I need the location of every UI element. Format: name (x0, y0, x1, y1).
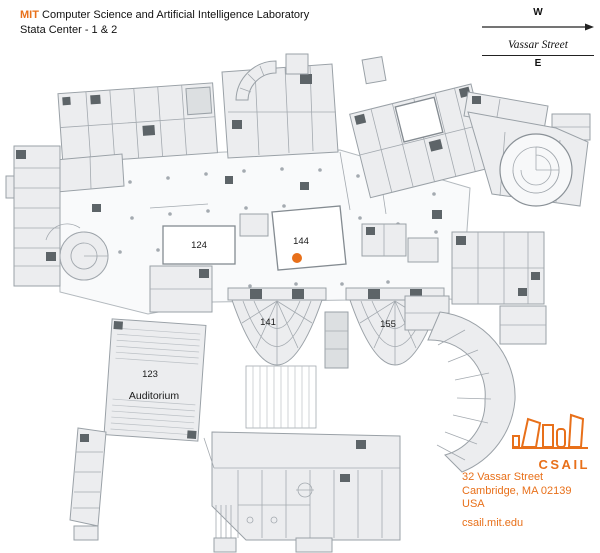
mit-label: MIT (20, 9, 39, 21)
wing-west (5, 145, 61, 287)
title-line: MIT Computer Science and Artificial Inte… (20, 8, 309, 23)
auditorium-label: Auditorium (129, 390, 179, 402)
csail-logo-icon (512, 413, 588, 449)
spiral-ramp (45, 223, 109, 281)
csail-wordmark: CSAIL (538, 457, 590, 472)
wing-right-tower (467, 111, 589, 207)
street-divider-line (482, 55, 594, 56)
compass: W Vassar Street E (482, 7, 594, 70)
west-label: W (533, 7, 543, 18)
room-label-123: 123 (142, 369, 158, 380)
auditorium-123 (103, 318, 207, 442)
street-label: Vassar Street (508, 39, 568, 51)
lecture-hall-141 (227, 287, 327, 366)
street-direction-arrow-icon (482, 23, 594, 31)
website-link[interactable]: csail.mit.edu (462, 516, 524, 529)
ramp-hatch (245, 365, 317, 429)
east-label: E (534, 58, 542, 69)
wing-top-center (221, 53, 387, 159)
address-block: 32 Vassar Street Cambridge, MA 02139 USA… (462, 471, 571, 530)
page-title: Computer Science and Artificial Intellig… (42, 9, 310, 21)
room-label-155: 155 (380, 319, 396, 330)
wing-right-middle (451, 231, 547, 345)
stage-core (324, 311, 349, 369)
page-subtitle: Stata Center - 1 & 2 (20, 24, 118, 36)
wing-bottom-left (69, 427, 107, 541)
header: MIT Computer Science and Artificial Inte… (20, 8, 309, 38)
wing-top-left-annex (54, 153, 125, 193)
room-label-144: 144 (293, 236, 309, 247)
address-line-3: USA (462, 498, 485, 510)
address-line-2: Cambridge, MA 02139 (462, 484, 572, 497)
room-144 (239, 205, 439, 271)
wing-bottom-right (404, 295, 516, 473)
room-label-124: 124 (191, 240, 207, 251)
wing-top-left (57, 82, 219, 165)
wing-bottom-center (203, 431, 401, 553)
room-124 (149, 225, 236, 313)
address-line-1: 32 Vassar Street (462, 471, 544, 483)
location-marker-dot (292, 253, 302, 263)
csail-logo: CSAIL (506, 408, 590, 472)
room-label-141: 141 (260, 317, 276, 328)
wing-top-right (349, 83, 493, 199)
